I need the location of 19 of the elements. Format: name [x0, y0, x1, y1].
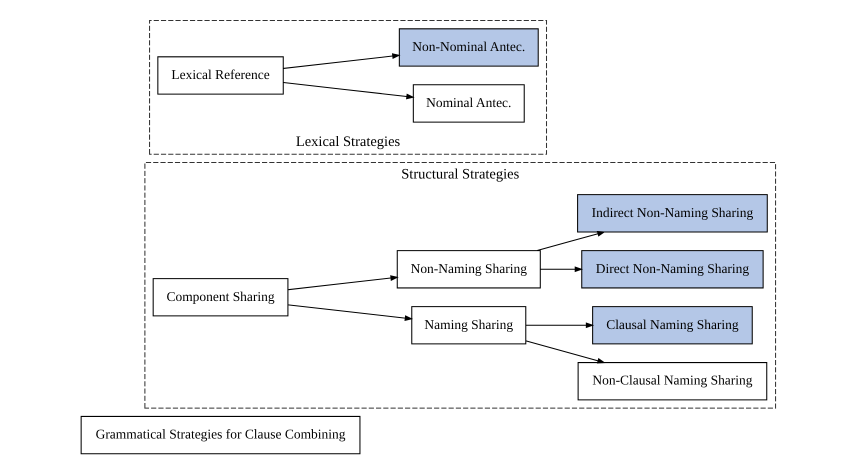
- node-box: Indirect Non-Naming Sharing: [576, 194, 768, 232]
- node-box: Clausal Naming Sharing: [592, 306, 752, 344]
- arrow: [540, 266, 583, 272]
- node-box: Nominal Antec.: [412, 84, 524, 123]
- node-box: Naming Sharing: [410, 306, 526, 344]
- node-box: Grammatical Strategies for Clause Combining: [80, 416, 360, 454]
- node-box: Non-Clausal Naming Sharing: [577, 362, 767, 400]
- arrow: [282, 53, 400, 69]
- node-box: Non-Naming Sharing: [396, 250, 540, 288]
- node-box: Non-Nominal Antec.: [398, 28, 538, 67]
- node-box: Component Sharing: [152, 278, 288, 316]
- node-box: Lexical Reference: [156, 56, 284, 95]
- arrow: [288, 275, 398, 290]
- arrow: [288, 304, 413, 321]
- arrow: [536, 231, 606, 252]
- arrow: [525, 340, 606, 364]
- arrow: [282, 82, 414, 100]
- node-box: Direct Non-Naming Sharing: [580, 250, 764, 288]
- arrow: [525, 322, 594, 328]
